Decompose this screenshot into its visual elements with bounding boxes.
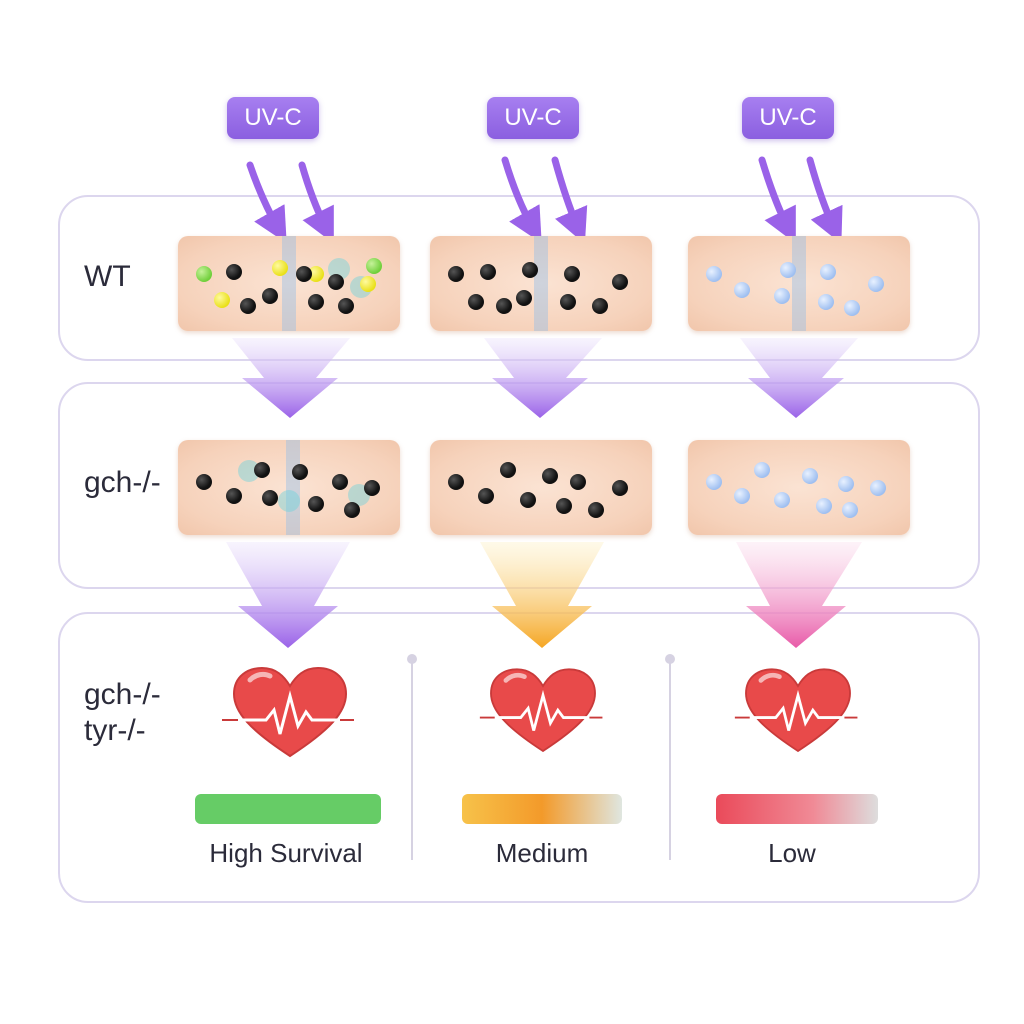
uv-badge-col3: UV-C bbox=[742, 97, 834, 139]
outcome-label-medium: Medium bbox=[495, 838, 589, 868]
tissue-gch-col2 bbox=[430, 440, 652, 535]
row-label-gch: gch-/- bbox=[84, 466, 161, 499]
tissue-wt-col3 bbox=[688, 236, 910, 331]
heart-ecg-icon bbox=[222, 666, 354, 758]
outcome-label-high: High Survival bbox=[209, 838, 363, 868]
uv-badge-label: UV-C bbox=[244, 104, 302, 131]
uv-badge-label: UV-C bbox=[759, 104, 817, 131]
row-label-gch-tyr-line2: tyr-/- bbox=[84, 714, 146, 747]
survival-bar-high bbox=[195, 794, 381, 824]
down-arrow-icon bbox=[232, 338, 858, 418]
uv-badge-label: UV-C bbox=[504, 104, 562, 131]
uv-badge-col2: UV-C bbox=[487, 97, 579, 139]
tissue-wt-col1 bbox=[178, 236, 400, 331]
outcome-label-low: Low bbox=[768, 838, 816, 868]
row-label-wt: WT bbox=[84, 260, 131, 293]
down-arrow-icon bbox=[226, 542, 862, 648]
uv-ray-arrow-icon bbox=[246, 156, 843, 245]
row-label-gch-tyr-line1: gch-/- bbox=[84, 678, 161, 711]
survival-bar-medium bbox=[462, 794, 622, 824]
tissue-gch-col1 bbox=[178, 440, 400, 535]
column-divider bbox=[407, 654, 417, 860]
heart-ecg-icon bbox=[734, 668, 858, 753]
tissue-wt-col2 bbox=[430, 236, 652, 331]
survival-bar-low bbox=[716, 794, 878, 824]
uv-badge-col1: UV-C bbox=[227, 97, 319, 139]
heart-ecg-icon bbox=[479, 668, 603, 753]
tissue-gch-col3 bbox=[688, 440, 910, 535]
column-divider bbox=[665, 654, 675, 860]
row-panel-gch-tyr bbox=[58, 612, 980, 903]
